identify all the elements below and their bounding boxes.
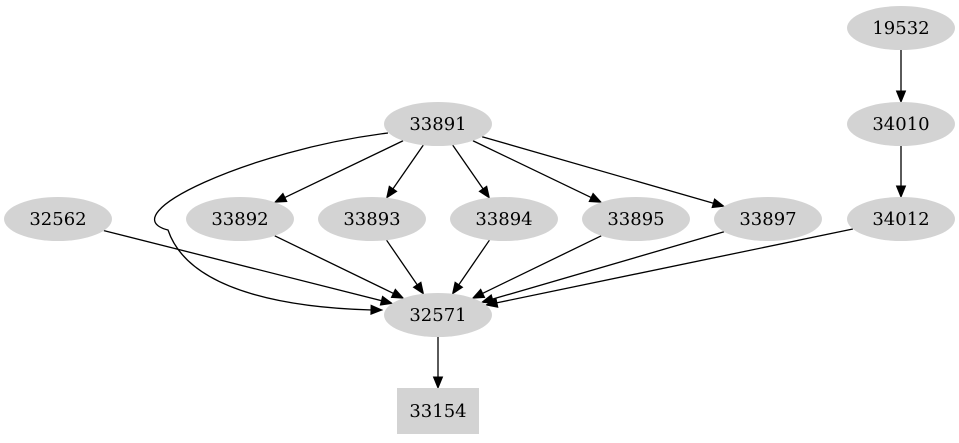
node-ellipse <box>4 197 112 241</box>
arrowhead-icon <box>370 304 384 316</box>
arrowhead-icon <box>412 281 425 295</box>
arrowhead-icon <box>484 297 499 308</box>
node-33893[interactable]: 33893 <box>318 197 426 241</box>
edge-19532-34010 <box>895 50 907 104</box>
node-label: 33154 <box>409 401 466 422</box>
arrowhead-icon <box>451 281 464 295</box>
node-34012[interactable]: 34012 <box>847 197 955 241</box>
node-33154[interactable]: 33154 <box>397 388 479 434</box>
edge-33891-33894 <box>452 144 491 199</box>
node-label: 19532 <box>872 18 929 39</box>
node-label: 33891 <box>409 114 466 135</box>
arrowhead-icon <box>895 90 907 104</box>
node-label: 33893 <box>343 209 400 230</box>
arrowhead-icon <box>471 288 486 299</box>
arrowhead-icon <box>588 192 603 203</box>
node-ellipse <box>450 197 558 241</box>
node-ellipse <box>582 197 690 241</box>
arrowhead-icon <box>711 198 726 209</box>
edge-33891-33897 <box>481 136 726 209</box>
node-ellipse <box>847 6 955 50</box>
node-33892[interactable]: 33892 <box>186 197 294 241</box>
node-ellipse <box>318 197 426 241</box>
edge-line-33895-32571 <box>481 235 602 295</box>
node-33895[interactable]: 33895 <box>582 197 690 241</box>
node-32571[interactable]: 32571 <box>384 293 492 337</box>
edge-33892-32571 <box>274 235 405 299</box>
edge-line-32562-32571 <box>103 229 383 302</box>
arrowhead-icon <box>273 192 288 203</box>
edge-33895-32571 <box>471 235 602 299</box>
edge-line-33892-32571 <box>274 235 395 295</box>
edge-33897-32571 <box>480 231 725 305</box>
node-32562[interactable]: 32562 <box>4 197 112 241</box>
node-label: 33894 <box>475 209 532 230</box>
edge-34010-34012 <box>895 146 907 199</box>
edge-32571-33154 <box>432 337 444 390</box>
arrowhead-icon <box>385 185 398 199</box>
edge-33891-33892 <box>273 140 404 203</box>
arrowhead-icon <box>432 376 444 390</box>
node-ellipse <box>714 197 822 241</box>
node-33897[interactable]: 33897 <box>714 197 822 241</box>
edge-line-33891-33897 <box>481 136 715 205</box>
node-label: 32562 <box>29 209 86 230</box>
node-34010[interactable]: 34010 <box>847 102 955 146</box>
edge-33893-32571 <box>386 239 425 295</box>
edge-33891-33895 <box>472 140 603 203</box>
arrowhead-icon <box>895 185 907 199</box>
edge-33894-32571 <box>451 239 490 295</box>
node-33891[interactable]: 33891 <box>384 102 492 146</box>
edge-34012-32571 <box>484 228 854 308</box>
node-ellipse <box>186 197 294 241</box>
node-label: 34012 <box>872 209 929 230</box>
edge-line-33893-32571 <box>386 239 419 286</box>
edge-32562-32571 <box>103 229 394 306</box>
node-ellipse <box>384 102 492 146</box>
edge-line-33891-32571 <box>153 132 389 311</box>
node-33894[interactable]: 33894 <box>450 197 558 241</box>
node-box <box>397 388 479 434</box>
node-label: 32571 <box>409 305 466 326</box>
edge-line-33897-32571 <box>491 231 725 301</box>
edge-line-33891-33895 <box>472 140 593 199</box>
node-ellipse <box>847 102 955 146</box>
edge-33891-33893 <box>385 144 424 199</box>
arrowhead-icon <box>478 185 491 199</box>
edge-33891-32571 <box>153 132 389 316</box>
node-label: 34010 <box>872 114 929 135</box>
node-ellipse <box>847 197 955 241</box>
node-label: 33897 <box>739 209 796 230</box>
edge-line-33891-33894 <box>452 144 485 190</box>
arrowhead-icon <box>390 288 405 299</box>
node-ellipse <box>384 293 492 337</box>
nodes-layer: 19532 34010 33891 32562 33892 33893 33894 33895… <box>4 6 955 434</box>
edges-layer <box>103 50 907 390</box>
node-label: 33895 <box>607 209 664 230</box>
edge-line-33891-33892 <box>283 140 404 199</box>
edge-line-33894-32571 <box>457 239 490 286</box>
node-19532[interactable]: 19532 <box>847 6 955 50</box>
arrowhead-icon <box>379 295 394 306</box>
edge-line-34012-32571 <box>495 228 854 304</box>
edge-line-33891-33893 <box>391 144 424 190</box>
node-label: 33892 <box>211 209 268 230</box>
